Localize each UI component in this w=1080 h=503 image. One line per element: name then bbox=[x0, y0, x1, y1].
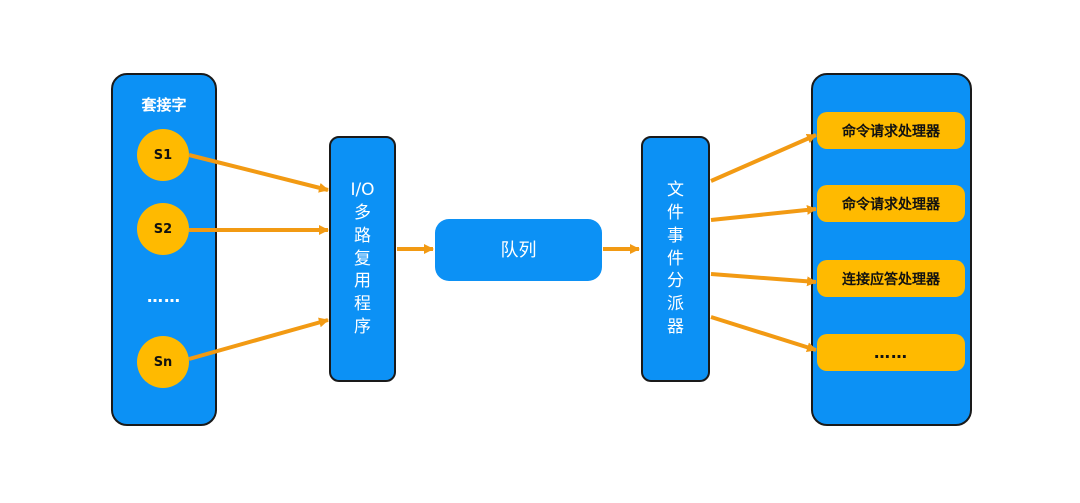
dispatcher-line: 派 bbox=[667, 294, 684, 315]
dispatcher-line: 器 bbox=[667, 317, 684, 338]
io-multiplexer-line: 路 bbox=[354, 225, 371, 246]
io-multiplexer-line: I/O bbox=[350, 179, 375, 200]
socket-ellipsis: …… bbox=[147, 287, 181, 306]
socket-sn: Sn bbox=[137, 336, 189, 388]
command-request-handler-2: 命令请求处理器 bbox=[817, 185, 965, 222]
queue-box: 队列 bbox=[435, 219, 602, 281]
socket-s1: S1 bbox=[137, 129, 189, 181]
file-event-dispatcher-box: 文 件 事 件 分 派 器 bbox=[641, 136, 710, 382]
dispatcher-line: 件 bbox=[667, 202, 684, 223]
socket-s2: S2 bbox=[137, 203, 189, 255]
dispatcher-label: 文 件 事 件 分 派 器 bbox=[643, 138, 708, 380]
queue-label: 队列 bbox=[500, 240, 537, 261]
arrow-dispatcher-to-handler-1 bbox=[710, 133, 817, 183]
io-multiplexer-line: 程 bbox=[354, 294, 371, 315]
arrow-dispatcher-to-handler-2 bbox=[710, 204, 817, 222]
sockets-title: 套接字 bbox=[141, 96, 187, 114]
command-request-handler-1: 命令请求处理器 bbox=[817, 112, 965, 149]
arrow-dispatcher-to-handler-4 bbox=[710, 315, 817, 353]
dispatcher-line: 文 bbox=[667, 179, 684, 200]
io-multiplexer-line: 多 bbox=[354, 202, 371, 223]
arrow-dispatcher-to-handler-3 bbox=[710, 272, 817, 287]
io-multiplexer-label: I/O 多 路 复 用 程 序 bbox=[331, 138, 394, 380]
dispatcher-line: 件 bbox=[667, 248, 684, 269]
io-multiplexer-line: 复 bbox=[354, 248, 371, 269]
io-multiplexer-line: 用 bbox=[354, 271, 371, 292]
dispatcher-line: 事 bbox=[667, 225, 684, 246]
io-multiplexer-line: 序 bbox=[354, 317, 371, 338]
more-handlers: …… bbox=[817, 334, 965, 371]
dispatcher-line: 分 bbox=[667, 271, 684, 292]
io-multiplexer-box: I/O 多 路 复 用 程 序 bbox=[329, 136, 396, 382]
connection-reply-handler: 连接应答处理器 bbox=[817, 260, 965, 297]
